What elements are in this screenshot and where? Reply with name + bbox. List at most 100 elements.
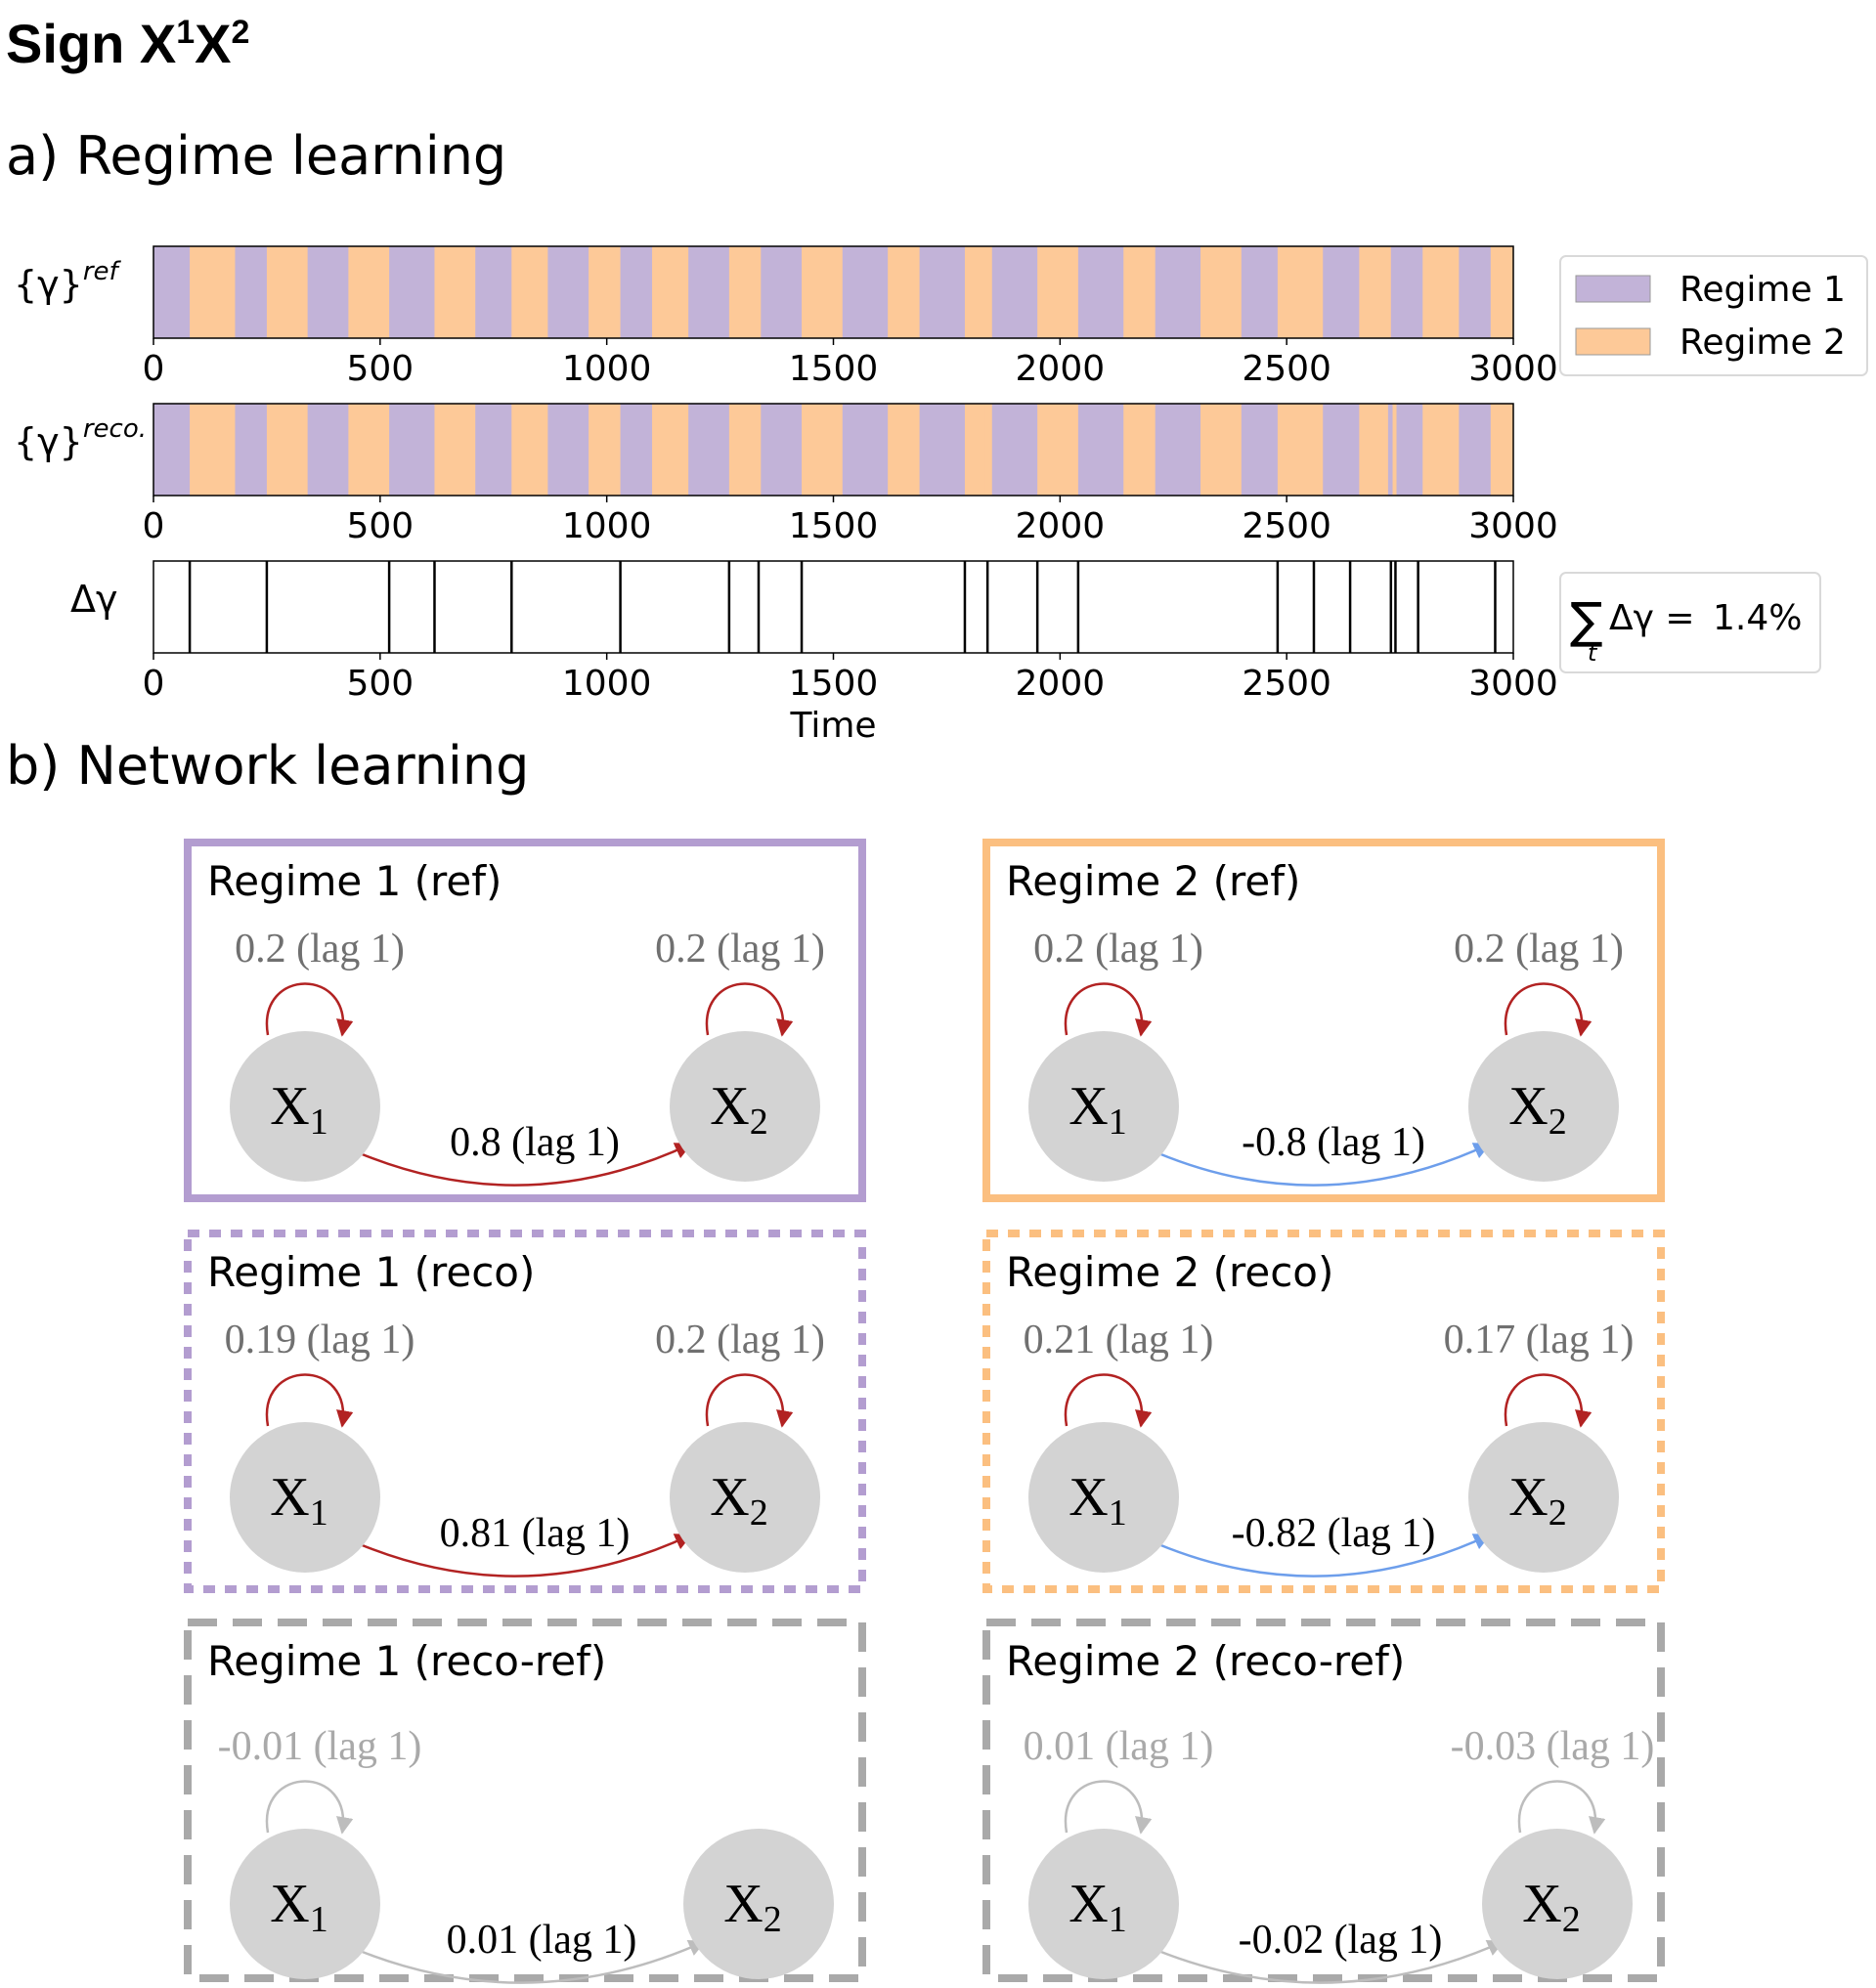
node-x1-label: X1 [270, 1076, 327, 1143]
legend-label-regime-1: Regime 1 [1680, 270, 1846, 310]
node-x1-label: X1 [1069, 1076, 1126, 1143]
node-x2-label: X2 [1522, 1874, 1580, 1940]
regime-segment [1490, 404, 1514, 496]
regime-segment [547, 404, 589, 496]
x-tick-label: 2500 [1242, 349, 1331, 389]
node-x2 [1468, 1422, 1619, 1573]
panel-title: Regime 2 (reco-ref) [1006, 1637, 1405, 1685]
regime-segment [547, 246, 589, 338]
node-x2-label: X2 [1508, 1467, 1566, 1534]
regime-segment [888, 404, 921, 496]
regime-segment [1200, 246, 1243, 338]
x-tick-label: 2500 [1242, 664, 1331, 704]
regime-segment [348, 246, 390, 338]
regime-spike [1387, 404, 1392, 496]
panel-title: Regime 1 (reco-ref) [207, 1637, 606, 1685]
regime-segment [802, 404, 844, 496]
x-tick-label: 1500 [789, 664, 879, 704]
regime-segment [1155, 246, 1201, 338]
cross-edge-label: 0.01 (lag 1) [447, 1918, 637, 1963]
cross-edge-label: -0.82 (lag 1) [1232, 1511, 1436, 1556]
x-tick-label: 2000 [1016, 506, 1106, 546]
regime-segment [389, 246, 435, 338]
cross-edge [1156, 1939, 1505, 1984]
regime-segment [919, 404, 966, 496]
legend-label-regime-2: Regime 2 [1680, 323, 1846, 363]
self-loop-x2 [1504, 1373, 1592, 1428]
regime-segment [1241, 404, 1279, 496]
regime-segment [991, 246, 1038, 338]
node-x2 [1482, 1829, 1633, 1979]
regime-segment [1359, 246, 1392, 338]
regime-segment [389, 404, 435, 496]
x-tick-label: 3000 [1468, 506, 1558, 546]
network-panels: Regime 1 (ref)0.8 (lag 1)0.2 (lag 1)0.2 … [184, 839, 1665, 1984]
node-x2-label: X2 [1508, 1076, 1566, 1143]
regime-segment [652, 246, 689, 338]
sum-value: 1.4% [1713, 598, 1802, 638]
self-loop-x1 [1064, 1373, 1153, 1428]
section-b-title: b) Network learning [6, 735, 529, 797]
regime-segment [1459, 404, 1492, 496]
node-x1-label: X1 [270, 1874, 327, 1940]
panel-title: Regime 2 (reco) [1006, 1248, 1333, 1296]
panel-title: Regime 2 (ref) [1006, 857, 1300, 905]
self-loop-x1-label: 0.01 (lag 1) [1024, 1724, 1214, 1769]
regime-segment [728, 404, 762, 496]
self-loop-x2-label: 0.17 (lag 1) [1444, 1318, 1635, 1362]
self-loop-x1 [265, 982, 354, 1037]
network-panel: Regime 1 (reco-ref)0.01 (lag 1)-0.01 (la… [184, 1619, 866, 1984]
node-x1 [1028, 1422, 1179, 1573]
cross-edge [358, 1534, 693, 1577]
self-loop-x1-label: 0.19 (lag 1) [225, 1318, 415, 1362]
x-tick-label: 1000 [562, 664, 652, 704]
regime-segment [802, 246, 844, 338]
regime-segment [842, 404, 889, 496]
node-x2-label: X2 [723, 1874, 781, 1940]
x-axis-label: Time [789, 706, 876, 746]
figure-title: Sign X1X2 [6, 13, 249, 74]
regime-segment [1323, 404, 1360, 496]
regime-segment [1277, 404, 1324, 496]
x-tick-label: 2500 [1242, 506, 1331, 546]
regime-segment [153, 246, 191, 338]
regime-segment [1077, 246, 1124, 338]
regime-segment [190, 404, 236, 496]
node-x1 [1028, 1031, 1179, 1182]
regime-segment [1155, 404, 1201, 496]
regime-segment [348, 404, 390, 496]
network-panel: Regime 2 (ref)-0.8 (lag 1)0.2 (lag 1)0.2… [982, 839, 1665, 1202]
regime-segment [1390, 246, 1423, 338]
self-loop-x2-label: -0.03 (lag 1) [1451, 1724, 1655, 1769]
regime-segment [235, 404, 268, 496]
panel-frame [982, 1230, 1665, 1593]
regime-segment [761, 246, 803, 338]
cross-edge-label: 0.8 (lag 1) [450, 1120, 620, 1165]
network-panel: Regime 2 (reco-ref)-0.02 (lag 1)0.01 (la… [982, 1619, 1665, 1984]
legend: Regime 1 Regime 2 [1559, 255, 1868, 376]
x-tick-label: 3000 [1468, 664, 1558, 704]
regime-segment [1123, 404, 1156, 496]
x-tick-label: 500 [346, 664, 414, 704]
cross-edge-label: 0.81 (lag 1) [440, 1511, 631, 1556]
regime-segment [919, 246, 966, 338]
regime-segment [589, 246, 622, 338]
regime-segment [235, 246, 268, 338]
sum-subscript: t [1588, 639, 1598, 667]
regime-segment [266, 246, 309, 338]
self-loop-x2 [1504, 982, 1592, 1037]
regime-segment [620, 404, 653, 496]
regime-spike [1392, 404, 1397, 496]
regime-segment [1077, 404, 1124, 496]
sum-box: ∑ t Δγ = 1.4% [1559, 572, 1821, 673]
legend-swatch-regime-1 [1575, 275, 1651, 303]
regime-segment [1422, 246, 1460, 338]
regime-segment [475, 246, 512, 338]
regime-segment [964, 246, 993, 338]
network-panel: Regime 1 (ref)0.8 (lag 1)0.2 (lag 1)0.2 … [184, 839, 866, 1202]
regime-segment [511, 246, 548, 338]
self-loop-x2 [1517, 1780, 1606, 1835]
